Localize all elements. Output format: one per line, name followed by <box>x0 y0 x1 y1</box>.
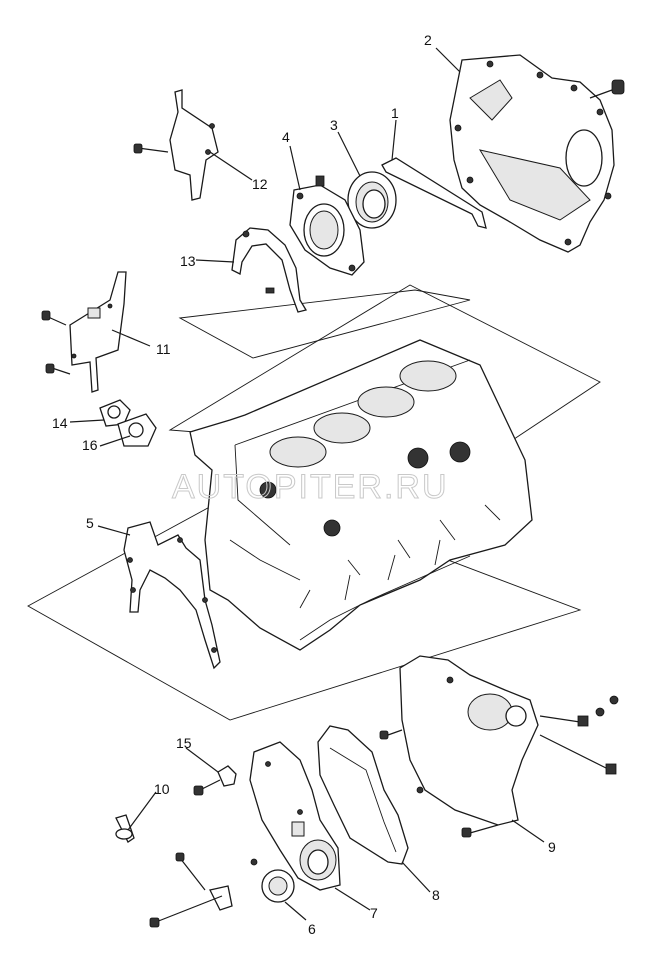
callout-9: 9 <box>548 839 556 855</box>
flywheel-housing <box>449 54 615 253</box>
callout-8: 8 <box>432 887 440 903</box>
callout-12: 12 <box>252 176 268 192</box>
callout-4: 4 <box>282 129 290 145</box>
gasket-16 <box>117 413 157 447</box>
timing-case <box>379 655 619 838</box>
main-bearing-caps <box>299 504 501 609</box>
housing-bolt <box>589 79 625 99</box>
front-plate-gasket <box>123 521 221 670</box>
callout-5: 5 <box>86 515 94 531</box>
front-oil-seal <box>261 869 295 903</box>
dowel-pin <box>115 814 135 843</box>
callout-11: 11 <box>156 341 171 357</box>
wire-clip <box>193 765 237 796</box>
bracket-upper <box>133 89 219 201</box>
callout-16: 16 <box>82 437 98 453</box>
gasket-14 <box>99 399 131 427</box>
callout-15: 15 <box>176 735 192 751</box>
callout-14: 14 <box>52 415 68 431</box>
timing-cover <box>249 741 341 891</box>
callout-1: 1 <box>391 105 399 121</box>
callout-3: 3 <box>330 117 338 133</box>
lifting-bracket <box>41 271 127 393</box>
lower-bolts <box>149 852 258 928</box>
callout-13: 13 <box>180 253 196 269</box>
callout-2: 2 <box>424 32 432 48</box>
callout-labels: 1 2 3 4 5 6 7 8 9 10 11 12 13 14 16 15 <box>52 32 556 937</box>
rear-seal-retainer <box>289 175 365 276</box>
rear-seal-strip <box>381 157 487 229</box>
half-seal-carrier <box>231 227 308 313</box>
callout-6: 6 <box>308 921 316 937</box>
callout-7: 7 <box>370 905 378 921</box>
callout-10: 10 <box>154 781 170 797</box>
timing-cover-gasket <box>317 725 409 865</box>
assembly-plane-rear <box>178 289 471 359</box>
rear-oil-seal <box>347 171 397 229</box>
cylinder-block <box>189 339 533 651</box>
leader-lines <box>69 47 545 921</box>
watermark-text: AUTOPITER.RU <box>172 468 449 506</box>
